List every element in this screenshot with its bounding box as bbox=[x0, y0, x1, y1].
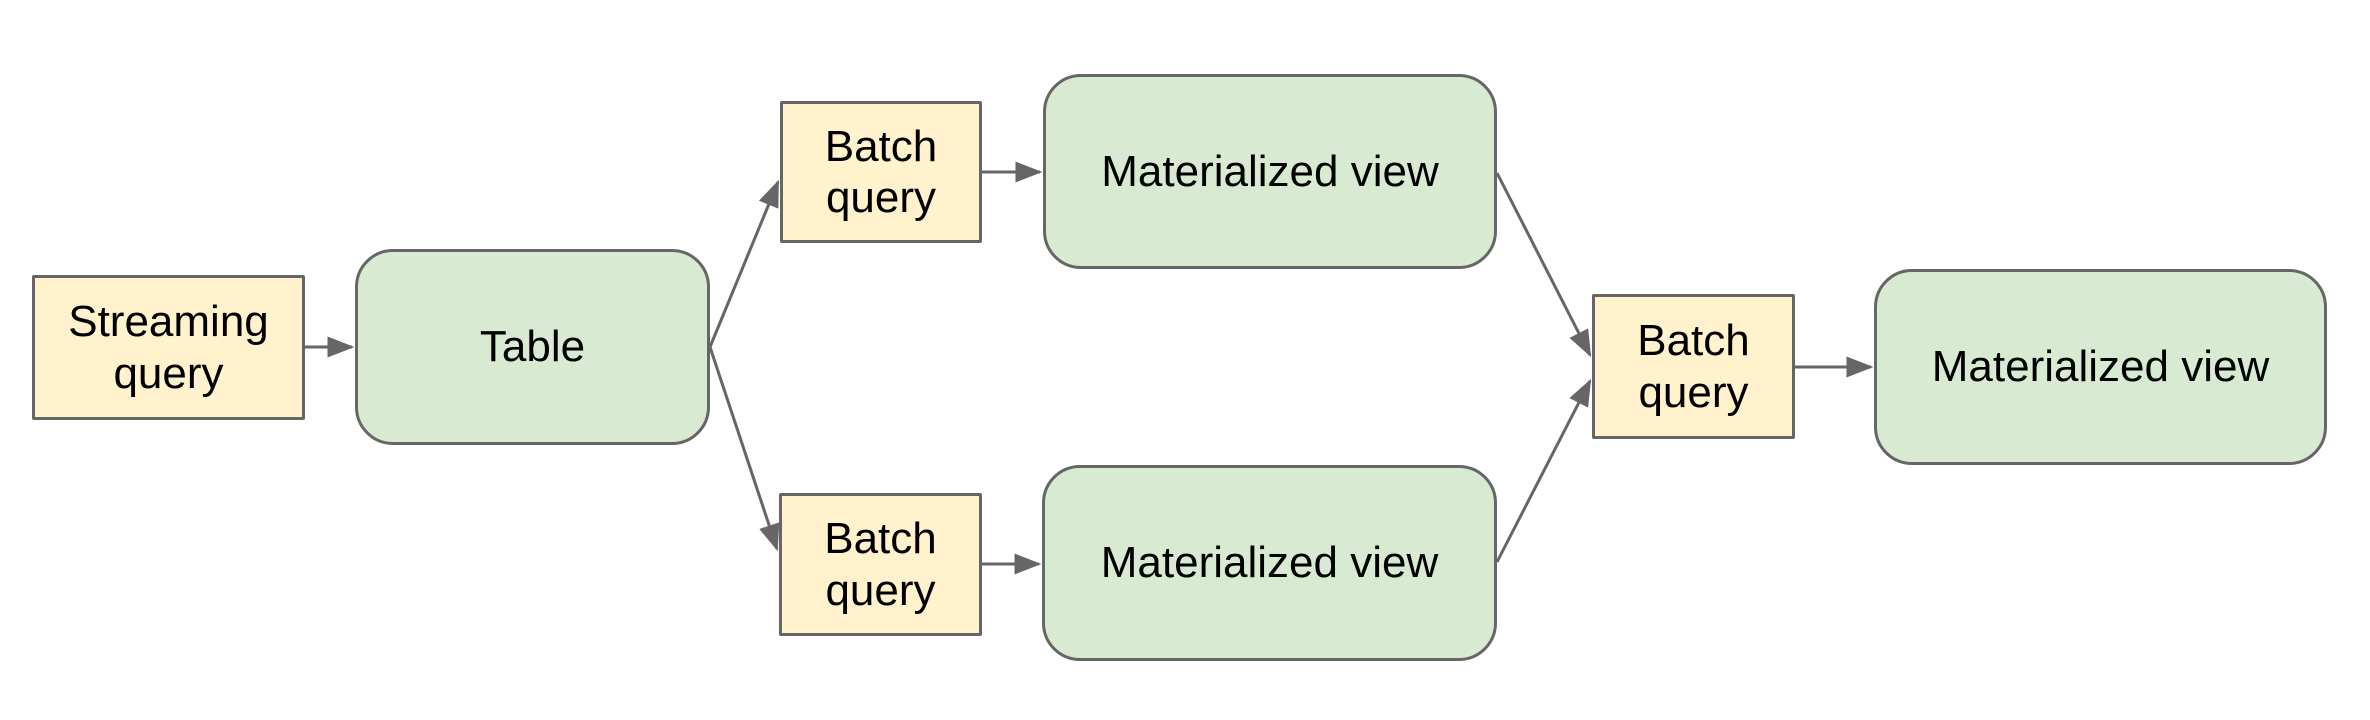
node-batch-query-right-label: Batch query bbox=[1637, 316, 1750, 417]
node-streaming-query: Streaming query bbox=[32, 275, 305, 420]
node-table: Table bbox=[355, 249, 710, 445]
node-table-label: Table bbox=[479, 322, 586, 372]
node-batch-query-bottom: Batch query bbox=[779, 493, 982, 636]
edge-table-to-batch-bottom bbox=[708, 346, 780, 552]
node-materialized-view-bottom: Materialized view bbox=[1042, 465, 1497, 661]
node-materialized-view-right: Materialized view bbox=[1874, 269, 2327, 465]
node-materialized-view-right-label: Materialized view bbox=[1931, 342, 2270, 392]
edge-mv-bottom-to-batch-right bbox=[1495, 378, 1592, 563]
node-batch-query-bottom-label: Batch query bbox=[824, 514, 937, 615]
node-materialized-view-top: Materialized view bbox=[1043, 74, 1497, 269]
node-batch-query-right: Batch query bbox=[1592, 294, 1795, 439]
edge-mv-top-to-batch-right bbox=[1495, 172, 1592, 358]
node-materialized-view-top-label: Materialized view bbox=[1101, 146, 1439, 196]
node-streaming-query-label: Streaming query bbox=[68, 297, 269, 398]
node-materialized-view-bottom-label: Materialized view bbox=[1100, 538, 1439, 588]
edge-table-to-batch-top bbox=[708, 179, 780, 348]
node-batch-query-top: Batch query bbox=[780, 101, 982, 243]
node-batch-query-top-label: Batch query bbox=[824, 121, 938, 222]
